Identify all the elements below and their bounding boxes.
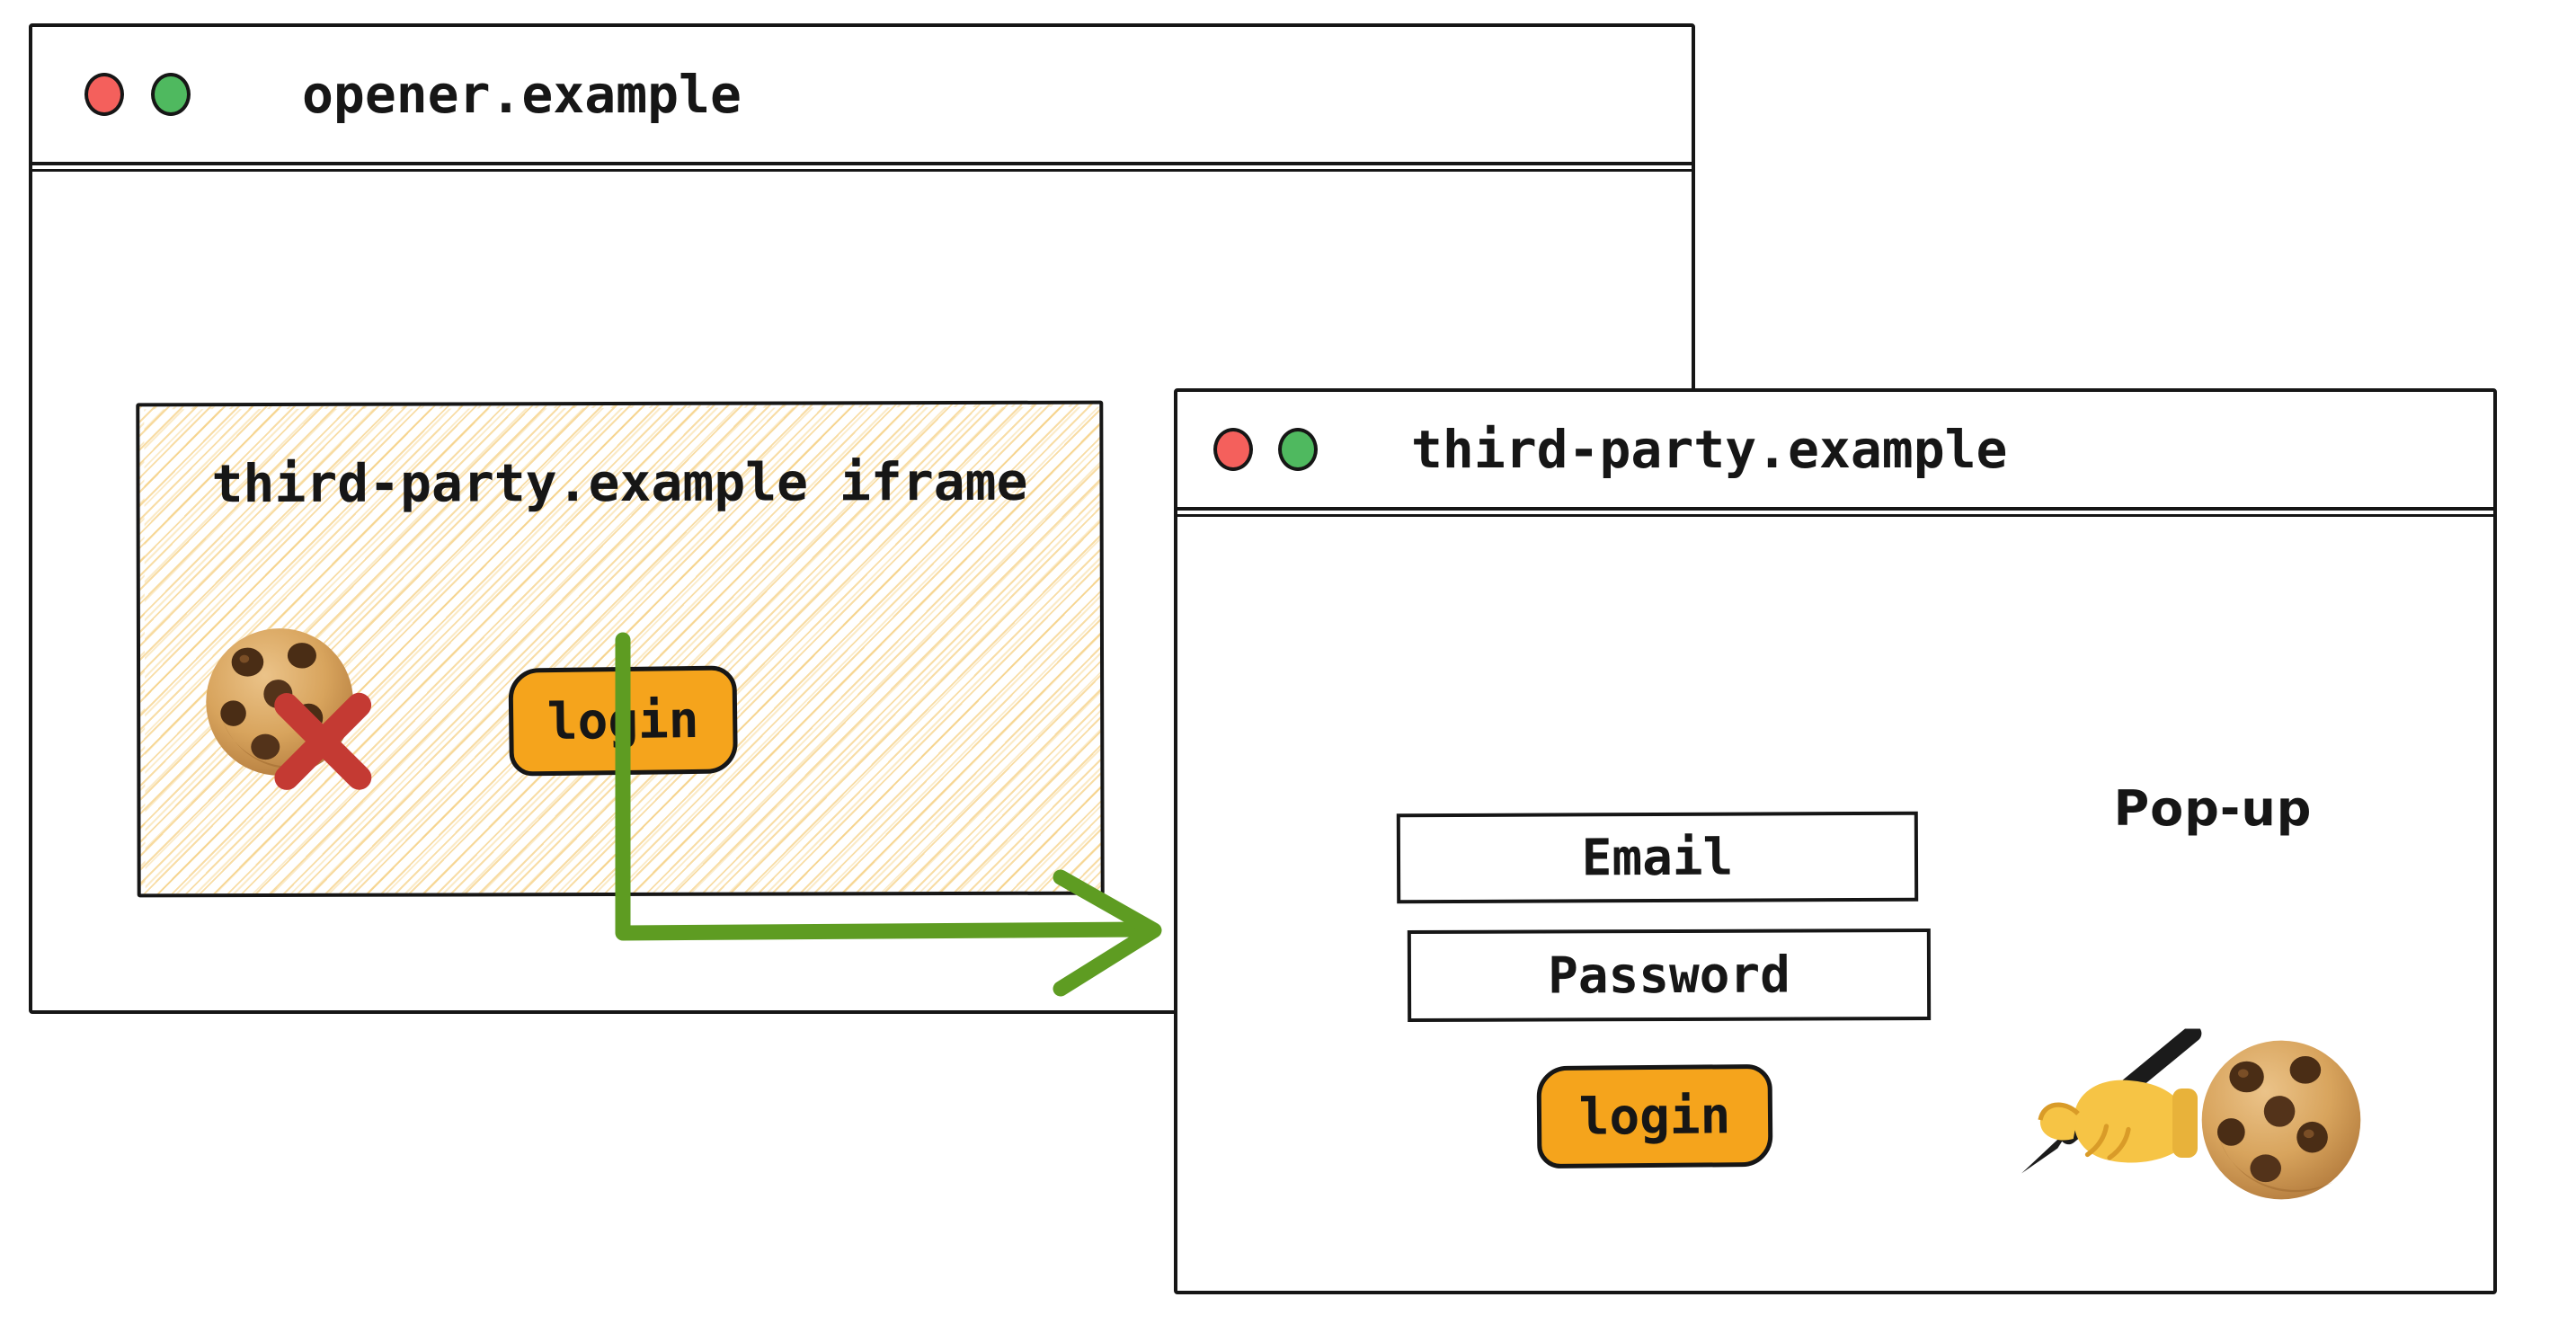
- popup-window: third-party.example Pop-up Email Passwor…: [1174, 388, 2497, 1294]
- popup-window-title: third-party.example: [1411, 419, 2008, 480]
- email-field[interactable]: Email: [1396, 811, 1919, 904]
- open-button-icon[interactable]: [1278, 428, 1318, 471]
- popup-titlebar: third-party.example: [1176, 392, 2495, 517]
- opener-titlebar: opener.example: [31, 27, 1693, 172]
- opener-window-title: opener.example: [302, 64, 742, 125]
- popup-login-button[interactable]: login: [1536, 1063, 1773, 1169]
- password-field[interactable]: Password: [1407, 928, 1932, 1023]
- iframe-heading: third-party.example iframe: [211, 450, 1028, 515]
- open-button-icon[interactable]: [151, 73, 191, 116]
- popup-label: Pop-up: [2113, 780, 2313, 837]
- cookie-icon: [2195, 1034, 2367, 1206]
- writing-hand-icon: [2015, 1026, 2204, 1188]
- red-cross-icon: [264, 683, 381, 800]
- iframe-login-button[interactable]: login: [508, 665, 738, 777]
- close-button-icon[interactable]: [1213, 428, 1253, 471]
- popup-window-body: Pop-up Email Password login: [1177, 511, 2493, 1324]
- close-button-icon[interactable]: [84, 73, 124, 116]
- third-party-iframe-panel: third-party.example iframe login: [136, 400, 1105, 898]
